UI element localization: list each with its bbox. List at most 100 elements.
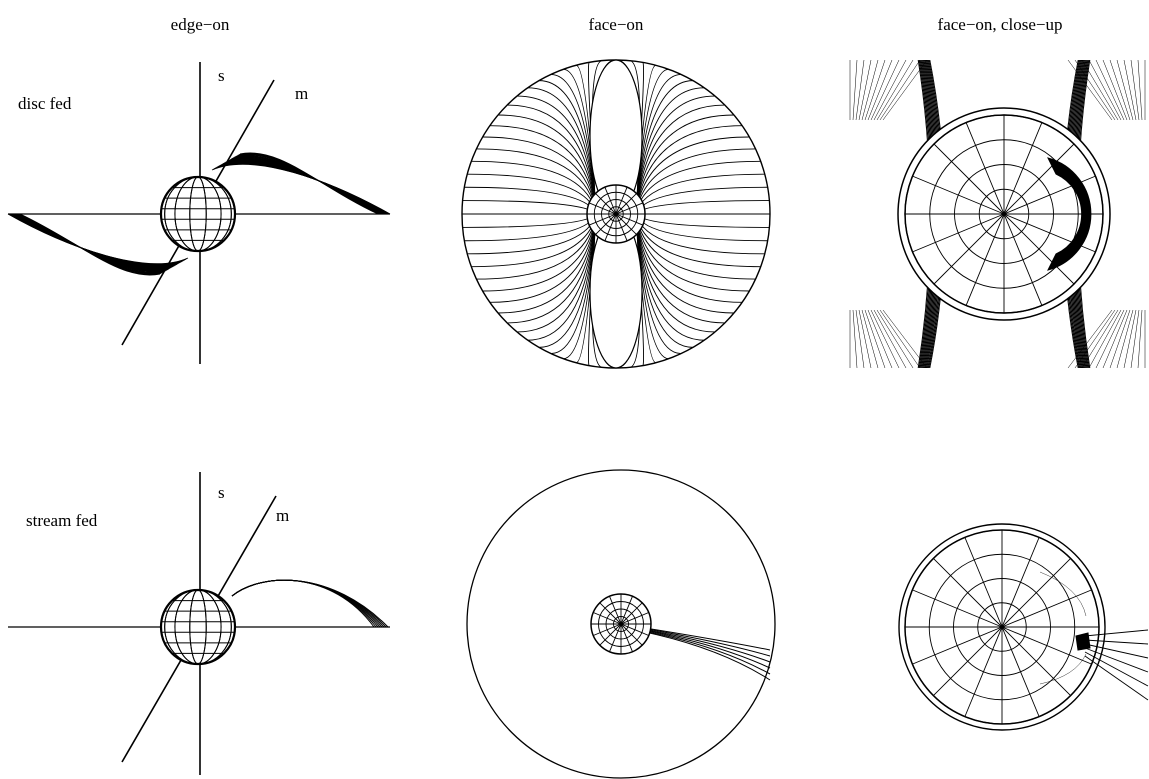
star-polar-spoke [620,612,649,625]
accretion-field-line [13,213,175,270]
field-line [476,148,597,215]
edge-on-stream-fed-panel [8,472,390,775]
field-line [1088,59,1122,121]
field-line [873,309,907,369]
field-line [852,309,858,369]
field-line [867,309,893,369]
field-line [635,104,725,215]
col-title-edge-on: edge−on [171,15,230,34]
star-polar-spoke [1001,537,1040,628]
field-line [870,59,900,121]
stream-field-line [231,579,387,628]
star-polar-spoke [620,596,633,625]
field-line [1123,309,1137,369]
star-polar-spoke [1003,143,1075,215]
field-line [1109,309,1131,369]
star-polar-spoke [964,537,1003,628]
field-line [635,213,743,303]
field-line [858,59,872,121]
stream-field-line [1084,655,1149,701]
outer-boundary [466,469,776,779]
field-line [855,309,865,369]
star-polar-spoke [1003,213,1075,285]
field-line [635,173,765,215]
field-line [467,173,597,215]
star-polar-spoke [1001,626,1040,717]
accretion-field-line [12,213,177,269]
star-polar-spoke [604,187,617,215]
stream-field-line [644,629,771,663]
row-label-disc-fed: disc fed [18,94,72,113]
star-polar-spoke [1001,558,1071,628]
stream-field-line [644,627,771,651]
star-polar-spoke [620,623,633,652]
star-polar-spoke [933,626,1003,696]
star-polar-spoke [1001,626,1071,696]
field-line [870,309,900,369]
accretion-field-line [14,213,172,271]
field-line [1074,59,1116,121]
star-polar-spoke [599,602,622,625]
field-line [635,213,765,255]
magnetosphere-outer [898,523,1106,731]
col-title-face-on: face−on [589,15,644,34]
spin-axis-label-top: s [218,66,225,85]
accretion-field-line [11,213,181,267]
field-line [635,200,770,215]
stream-field-line [231,579,385,628]
face-on-disc-fed-panel [461,59,771,369]
closeup-disc-fed-panel [849,59,1146,369]
star-polar-spoke [933,213,1005,285]
field-line [1095,59,1125,121]
accretion-field-line [14,213,174,270]
field-line [1137,59,1143,121]
field-line [635,213,756,280]
star-polar-spoke [912,589,1003,628]
field-line [1116,309,1134,369]
field-line [635,114,734,215]
field-line [879,59,921,121]
closeup-stream-fed-panel [898,523,1149,731]
accretion-field-line [14,213,173,270]
stream-field-line [644,629,771,669]
field-line [517,213,597,333]
field-line [876,309,914,369]
accretion-field-line [12,213,179,268]
accretion-field-line [228,157,384,215]
stream-field-line [1084,643,1149,659]
accretion-spot [1075,632,1091,651]
field-line [1116,59,1134,121]
field-line [462,213,597,228]
star-polar-spoke [589,202,617,215]
field-line [1074,309,1116,369]
star-polar-spoke [933,143,1005,215]
field-line [1109,59,1131,121]
field-line [873,59,907,121]
field-line [476,213,597,280]
accretion-field-line [229,157,383,215]
star-polar-spoke [615,213,637,235]
star-polar-spoke [615,213,643,226]
faint-field-line [1039,653,1087,685]
field-line [1102,309,1128,369]
magnetic-axis-label-top: m [295,84,308,103]
star-polar-spoke [599,623,622,646]
accretion-spot [1047,157,1092,271]
star-polar-spoke [1001,626,1092,665]
field-line [1095,309,1125,369]
field-line [867,59,893,121]
star-polar-spoke [1003,213,1043,306]
star-globe-meridian [164,589,232,665]
star-polar-spoke [615,202,643,215]
accretion-field-line [227,158,384,215]
star-polar-spoke [615,187,628,215]
star-polar-spoke [620,602,643,625]
accretion-field-line [225,158,385,215]
star-polar-spoke [593,623,622,636]
star-polar-spoke [933,558,1003,628]
accretion-field-line [224,159,385,215]
star-globe-meridian [164,176,232,252]
star-polar-spoke [620,623,643,646]
spin-axis-label-bottom: s [218,483,225,502]
field-line [498,213,597,314]
